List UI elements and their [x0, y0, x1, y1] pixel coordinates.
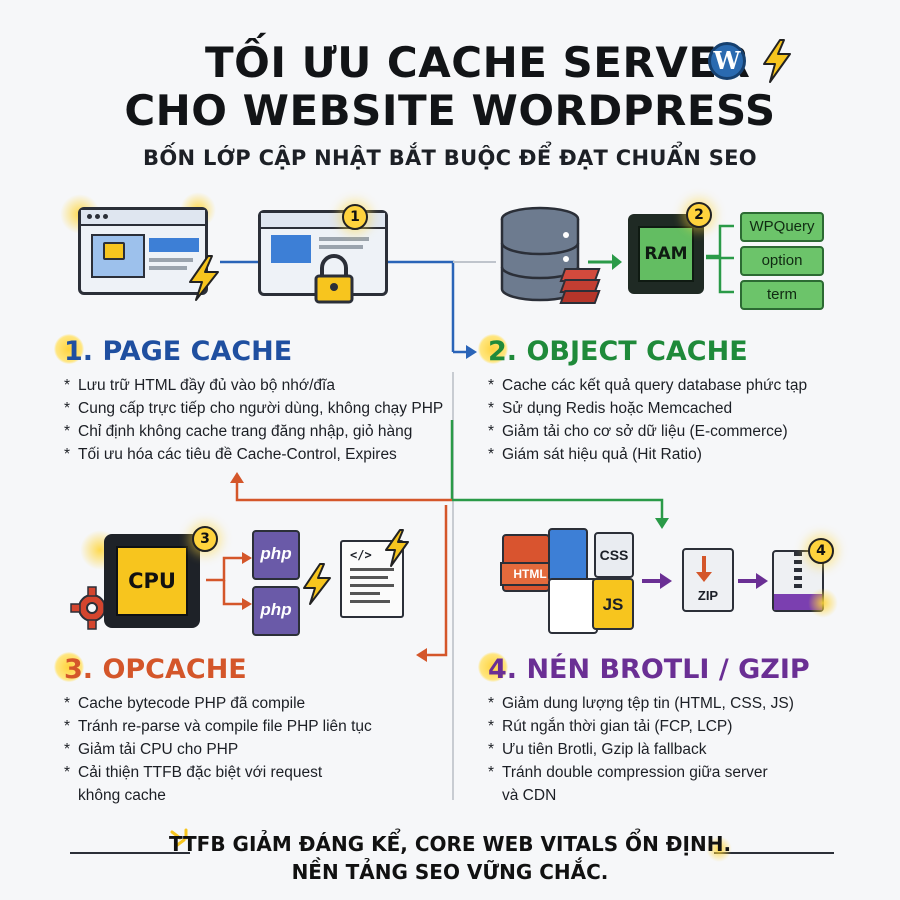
- small-lock-icon: [103, 242, 125, 260]
- bullet: Cải thiện TTFB đặc biệt với request: [64, 761, 372, 784]
- section-title-brotli-gzip: 4. NÉN BROTLI / GZIP: [478, 652, 810, 685]
- bullet: Chỉ định không cache trang đăng nhập, gi…: [64, 420, 443, 443]
- js-file-icon: JS: [592, 578, 634, 630]
- page-title-line1: TỐI ƯU CACHE SERVER: [205, 38, 751, 87]
- page-subtitle: BỐN LỚP CẬP NHẬT BẮT BUỘC ĐỂ ĐẠT CHUẨN S…: [143, 146, 757, 170]
- cpu-label: CPU: [116, 546, 188, 616]
- bullet-continuation: và CDN: [502, 787, 557, 804]
- step-badge-2: 2: [686, 202, 712, 228]
- step-badge-3: 3: [192, 526, 218, 552]
- lightning-icon: [303, 563, 331, 605]
- ram-chip-icon: RAM: [628, 214, 704, 294]
- section-title-object-cache: 2. OBJECT CACHE: [478, 334, 748, 367]
- bullet: Tối ưu hóa các tiêu đề Cache-Control, Ex…: [64, 443, 443, 466]
- footer-rule-right: [714, 852, 834, 854]
- brotli-bullets: Giảm dung lượng tệp tin (HTML, CSS, JS) …: [488, 692, 794, 807]
- arrow-left-orange-icon: [416, 648, 427, 662]
- section-title-opcache: 3. OPCACHE: [54, 652, 247, 685]
- object-cache-bullets: Cache các kết quả query database phức tạ…: [488, 374, 807, 466]
- bullet-continuation: không cache: [78, 787, 166, 804]
- bullet: Tránh re-parse và compile file PHP liên …: [64, 715, 372, 738]
- arrow-up-orange-icon: [230, 472, 244, 483]
- padlock-icon: [314, 254, 354, 304]
- browser-window-icon: [78, 207, 208, 295]
- step-badge-4: 4: [808, 538, 834, 564]
- branch-arrows: [706, 224, 734, 294]
- zip-file-icon: ZIP: [682, 548, 734, 612]
- php-file-icon: php: [252, 586, 300, 636]
- lightning-icon: [189, 255, 219, 301]
- branch-arrows-orange: [206, 552, 252, 610]
- cpu-chip-icon: CPU: [104, 534, 200, 628]
- bullet: Giám sát hiệu quả (Hit Ratio): [488, 443, 807, 466]
- footer-line2: NỀN TẢNG SEO VỮNG CHẮC.: [291, 860, 609, 884]
- lightning-icon: [385, 529, 409, 567]
- locked-browser-icon: [258, 210, 388, 296]
- step-badge-1: 1: [342, 204, 368, 230]
- arrow-down-green-icon: [655, 518, 669, 529]
- php-file-icon: php: [252, 530, 300, 580]
- blue-file-icon: [548, 528, 588, 582]
- pill-wpquery: WPQuery: [740, 212, 824, 242]
- arrow-right-purple-icon: [738, 573, 768, 589]
- ram-label: RAM: [638, 226, 694, 282]
- bullet: Cache các kết quả query database phức tạ…: [488, 374, 807, 397]
- lightning-icon: [763, 39, 791, 83]
- bullet: Lưu trữ HTML đầy đủ vào bộ nhớ/đĩa: [64, 374, 443, 397]
- zip-label: ZIP: [697, 588, 719, 603]
- arrow-right-purple-icon: [642, 573, 672, 589]
- bullet: Ưu tiên Brotli, Gzip là fallback: [488, 738, 794, 761]
- arrow-right-blue-icon: [466, 345, 477, 359]
- page-cache-bullets: Lưu trữ HTML đầy đủ vào bộ nhớ/đĩa Cung …: [64, 374, 443, 466]
- arrow-right-green-icon: [588, 254, 622, 270]
- section-title-page-cache: 1. PAGE CACHE: [54, 334, 292, 367]
- footer-rule-left: [70, 852, 190, 854]
- wordpress-icon: W: [708, 42, 746, 80]
- bullet: Giảm dung lượng tệp tin (HTML, CSS, JS): [488, 692, 794, 715]
- bullet: Giảm tải CPU cho PHP: [64, 738, 372, 761]
- bullet: Rút ngắn thời gian tải (FCP, LCP): [488, 715, 794, 738]
- bullet: Giảm tải cho cơ sở dữ liệu (E-commerce): [488, 420, 807, 443]
- bullet: Cache bytecode PHP đã compile: [64, 692, 372, 715]
- pill-option: option: [740, 246, 824, 276]
- doc-file-icon: [548, 578, 598, 634]
- bullet: Cung cấp trực tiếp cho người dùng, không…: [64, 397, 443, 420]
- bullet: Tránh double compression giữa server: [488, 761, 794, 784]
- sparkle-icon: [170, 828, 188, 848]
- bullet: Sử dụng Redis hoặc Memcached: [488, 397, 807, 420]
- database-icon: [500, 206, 580, 302]
- footer-line1: TTFB GIẢM ĐÁNG KỂ, CORE WEB VITALS ỔN ĐỊ…: [168, 832, 732, 856]
- pill-term: term: [740, 280, 824, 310]
- css-file-icon: CSS: [594, 532, 634, 578]
- opcache-bullets: Cache bytecode PHP đã compile Tránh re-p…: [64, 692, 372, 807]
- page-title-line2: CHO WEBSITE WORDPRESS: [124, 86, 776, 135]
